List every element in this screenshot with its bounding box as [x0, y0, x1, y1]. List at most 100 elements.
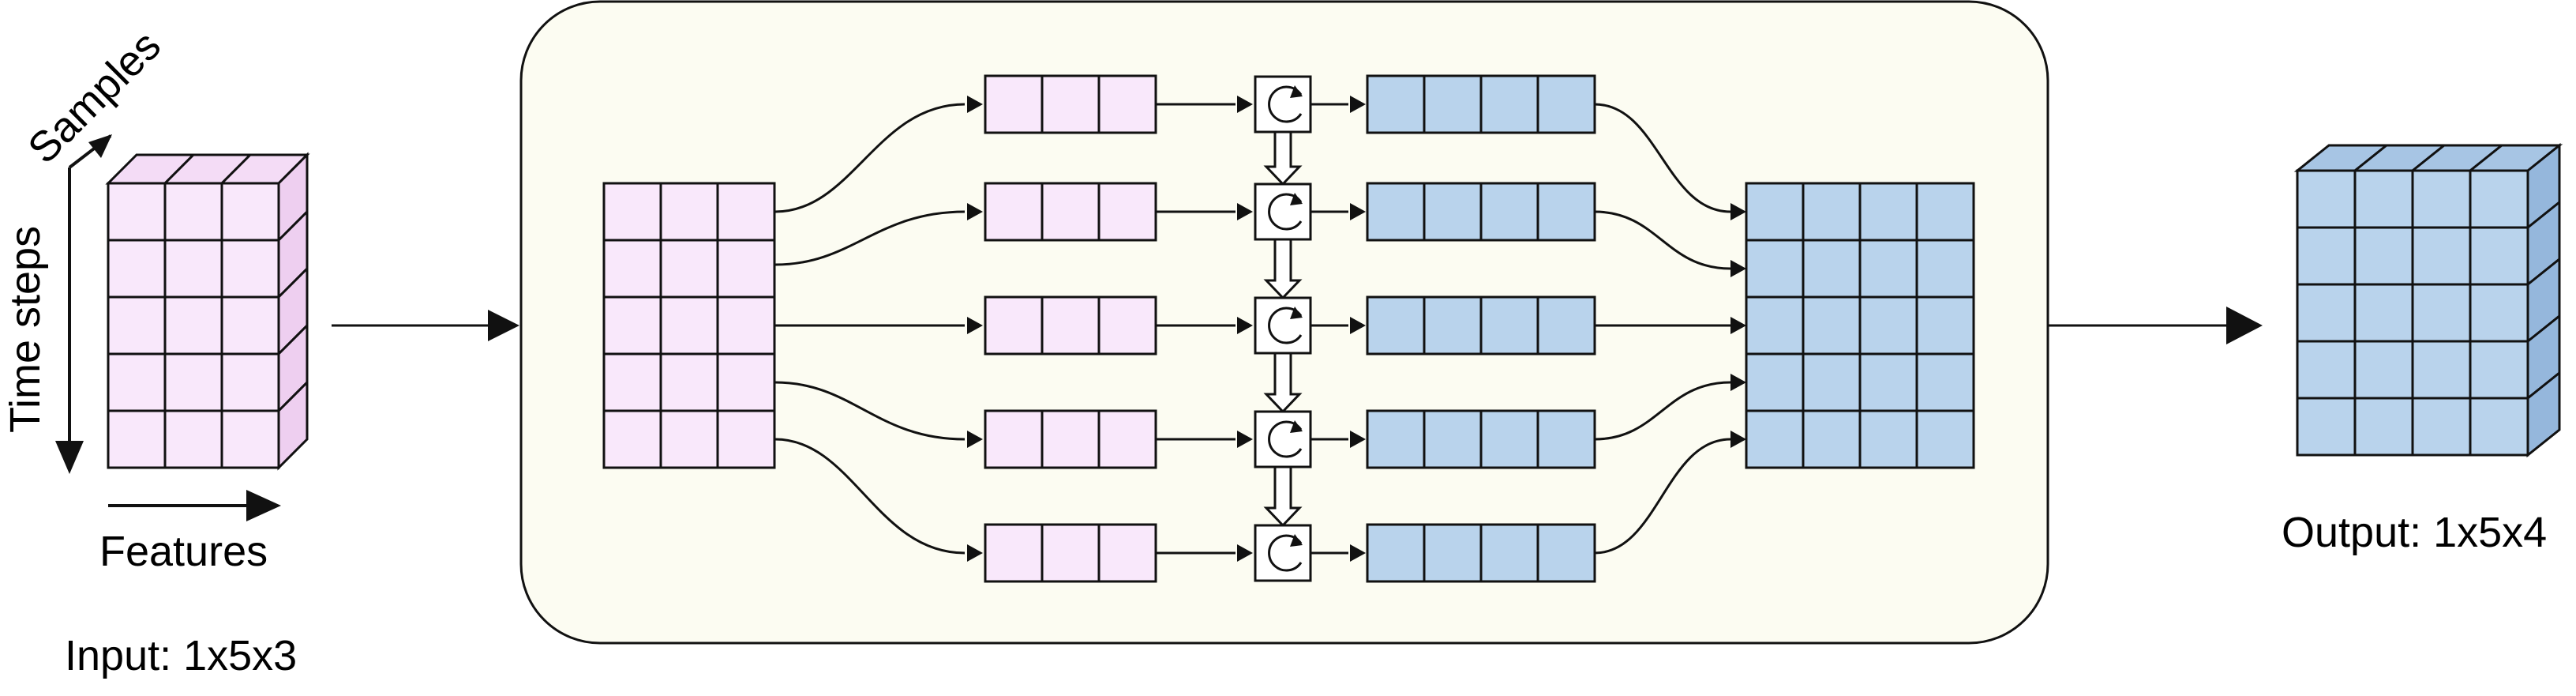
grid-cell [2411, 340, 2472, 400]
grid-cell [107, 295, 167, 356]
recurrent-cell [1254, 75, 1312, 134]
grid-cell [1423, 409, 1483, 469]
grid-cell [1915, 409, 1975, 469]
loop-arrowhead-icon [1290, 534, 1303, 547]
grid-cell [1745, 295, 1805, 356]
input-matrix [602, 182, 776, 469]
grid-cell [2296, 340, 2357, 400]
grid-cell [984, 182, 1044, 242]
state-passing-arrow-icon [1263, 130, 1303, 186]
time-steps-axis-label: Time steps [2, 226, 49, 433]
grid-cell [1097, 295, 1157, 356]
grid-cell [1802, 409, 1862, 469]
recurrent-loop-icon [1268, 193, 1303, 231]
grid-cell [716, 239, 776, 299]
grid-cell [716, 182, 776, 242]
state-passing-arrow-icon [1263, 465, 1303, 528]
step-input-vector [984, 523, 1157, 583]
grid-cell [1802, 239, 1862, 299]
grid-cell [1536, 409, 1596, 469]
input-caption: Input: 1x5x3 [65, 632, 297, 679]
grid-cell [1858, 239, 1918, 299]
samples-arrowhead-icon [88, 134, 112, 158]
step-output-vector [1366, 182, 1596, 242]
recurrent-loop-icon [1268, 420, 1303, 458]
grid-cell [163, 239, 223, 299]
grid-cell [1479, 182, 1539, 242]
grid-cell [1041, 74, 1101, 134]
input-cube [105, 152, 310, 471]
step-output-vector [1366, 295, 1596, 356]
grid-cell [2296, 397, 2357, 457]
grid-cell [984, 74, 1044, 134]
grid-cell [1536, 523, 1596, 583]
grid-cell [1479, 409, 1539, 469]
grid-cell [602, 409, 662, 469]
grid-cell [1366, 523, 1426, 583]
loop-arrowhead-icon [1290, 85, 1303, 98]
recurrent-loop-icon [1268, 307, 1303, 344]
loop-arrowhead-icon [1290, 420, 1303, 433]
features-arrowhead-icon [246, 490, 281, 521]
grid-cell [1802, 295, 1862, 356]
grid-cell [1802, 182, 1862, 242]
grid-cell [1423, 74, 1483, 134]
grid-cell [107, 182, 167, 242]
grid-cell [1097, 409, 1157, 469]
recurrent-cell [1254, 524, 1312, 582]
grid-cell [107, 352, 167, 412]
grid-cell [659, 239, 719, 299]
grid-cell [716, 409, 776, 469]
grid-cell [2353, 169, 2414, 229]
loop-arrowhead-icon [1290, 307, 1303, 319]
recurrent-loop-icon [1268, 85, 1303, 123]
grid-cell [163, 295, 223, 356]
model-internals [602, 74, 1975, 583]
grid-cell [2469, 283, 2529, 343]
grid-cell [1479, 74, 1539, 134]
input-to-cell-arrowhead-icon [1237, 544, 1253, 562]
cell-box [1254, 296, 1312, 355]
grid-cell [602, 352, 662, 412]
cell-to-output-arrowhead-icon [1350, 96, 1366, 113]
grid-cell [1858, 409, 1918, 469]
grid-cell [716, 352, 776, 412]
loop-arrowhead-icon [1290, 193, 1303, 205]
grid-cell [1479, 295, 1539, 356]
grid-cell [107, 239, 167, 299]
cell-to-output-arrowhead-icon [1350, 317, 1366, 334]
grid-cell [220, 182, 280, 242]
grid-cell [1915, 182, 1975, 242]
grid-cell [1745, 409, 1805, 469]
grid-cell [1745, 182, 1805, 242]
cell-to-output-arrowhead-icon [1350, 431, 1366, 448]
grid-cell [1366, 74, 1426, 134]
grid-cell [2353, 283, 2414, 343]
grid-cell [984, 523, 1044, 583]
grid-cell [1479, 523, 1539, 583]
output-caption: Output: 1x5x4 [2282, 509, 2547, 556]
grid-cell [984, 295, 1044, 356]
grid-cell [2411, 397, 2472, 457]
time-steps-arrowhead-icon [55, 441, 84, 474]
split-arrow [774, 210, 966, 266]
merge-arrow [1594, 381, 1731, 441]
input-to-cell-arrowhead-icon [1237, 431, 1253, 448]
split-arrowhead-icon [967, 544, 983, 562]
merge-arrowhead-icon [1730, 317, 1746, 334]
grid-cell [2411, 169, 2472, 229]
grid-cell [2469, 340, 2529, 400]
grid-cell [2411, 283, 2472, 343]
grid-cell [1745, 352, 1805, 412]
merge-arrowhead-icon [1730, 203, 1746, 220]
grid-cell [1366, 182, 1426, 242]
cell-box [1254, 182, 1312, 241]
grid-cell [602, 295, 662, 356]
grid-cell [220, 352, 280, 412]
grid-cell [1041, 295, 1101, 356]
grid-cell [659, 409, 719, 469]
front-face [2296, 169, 2529, 457]
recurrent-cell [1254, 296, 1312, 355]
grid-cell [602, 239, 662, 299]
